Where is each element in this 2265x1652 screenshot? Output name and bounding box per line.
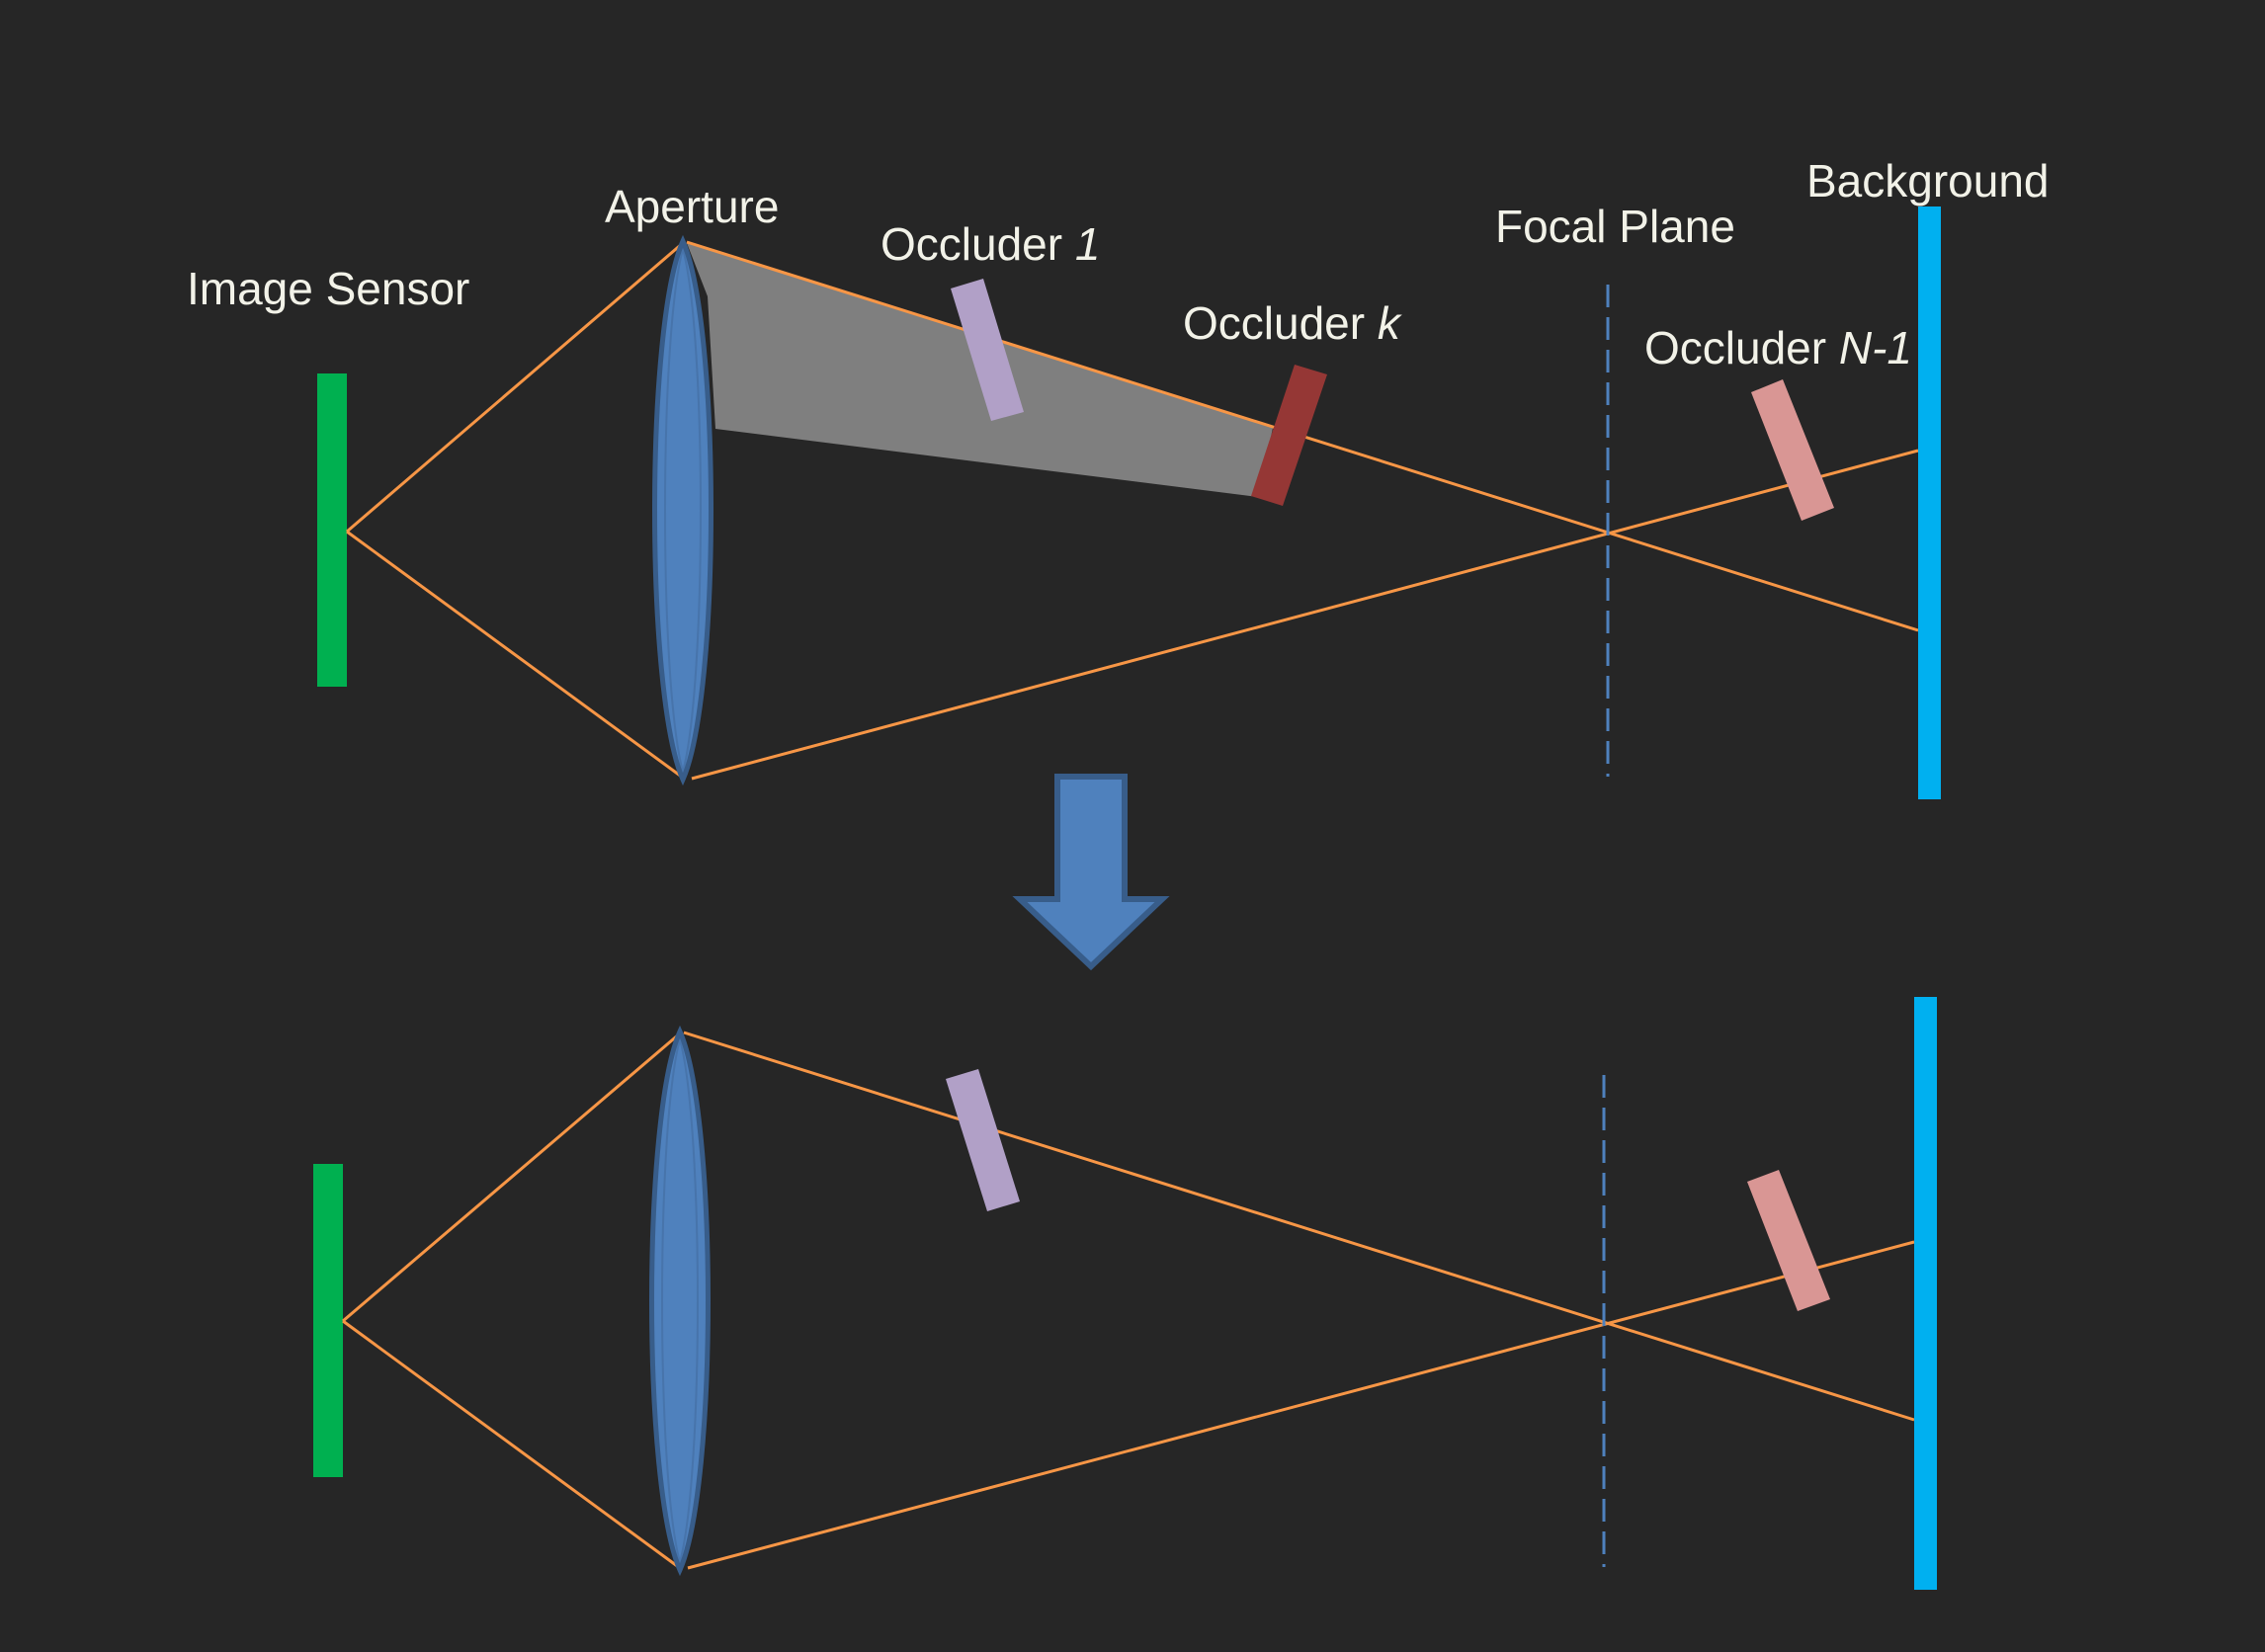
image-sensor (317, 373, 347, 687)
label-occluder-n-1-prefix: Occluder (1644, 322, 1839, 373)
background-plane (1918, 206, 1941, 799)
label-image-sensor: Image Sensor (187, 263, 469, 314)
label-aperture: Aperture (605, 181, 779, 232)
label-occluder-1-index: 1 (1075, 218, 1101, 270)
label-background: Background (1806, 155, 2050, 206)
label-occluder-n-1: Occluder N-1 (1644, 322, 1912, 373)
label-occluder-k-index: k (1378, 297, 1402, 349)
image-sensor (313, 1164, 343, 1477)
ray-sensor-to-lens-top (342, 1032, 681, 1323)
panel-after (313, 997, 1937, 1590)
occluder-1 (951, 279, 1024, 421)
label-occluder-k-prefix: Occluder (1183, 297, 1378, 349)
aperture-lens (652, 234, 713, 786)
ray-lens-bottom-to-background (691, 449, 1919, 781)
label-occluder-n-1-index: N-1 (1839, 322, 1912, 373)
label-occluder-1: Occluder 1 (881, 218, 1100, 270)
occluder-k (1251, 365, 1327, 506)
label-focal-plane: Focal Plane (1495, 201, 1735, 252)
ray-sensor-to-lens-top (346, 241, 684, 534)
ray-lens-top-to-background (683, 1031, 1915, 1422)
ray-sensor-to-lens-bottom (346, 530, 684, 780)
label-occluder-k: Occluder k (1183, 297, 1402, 349)
aperture-lens (649, 1025, 711, 1577)
occluder-1 (946, 1069, 1020, 1211)
panel-before: Image Sensor Aperture Occluder 1 Occlude… (187, 155, 2050, 799)
ray-sensor-to-lens-bottom (342, 1319, 681, 1570)
background-plane (1914, 997, 1937, 1590)
arrow-down-icon (1012, 774, 1170, 971)
label-occluder-1-prefix: Occluder (881, 218, 1075, 270)
rays (342, 1031, 1915, 1570)
occluder-n-1 (1751, 379, 1834, 521)
occluder-n-1 (1747, 1170, 1830, 1311)
ray-lens-bottom-to-background (687, 1240, 1915, 1570)
